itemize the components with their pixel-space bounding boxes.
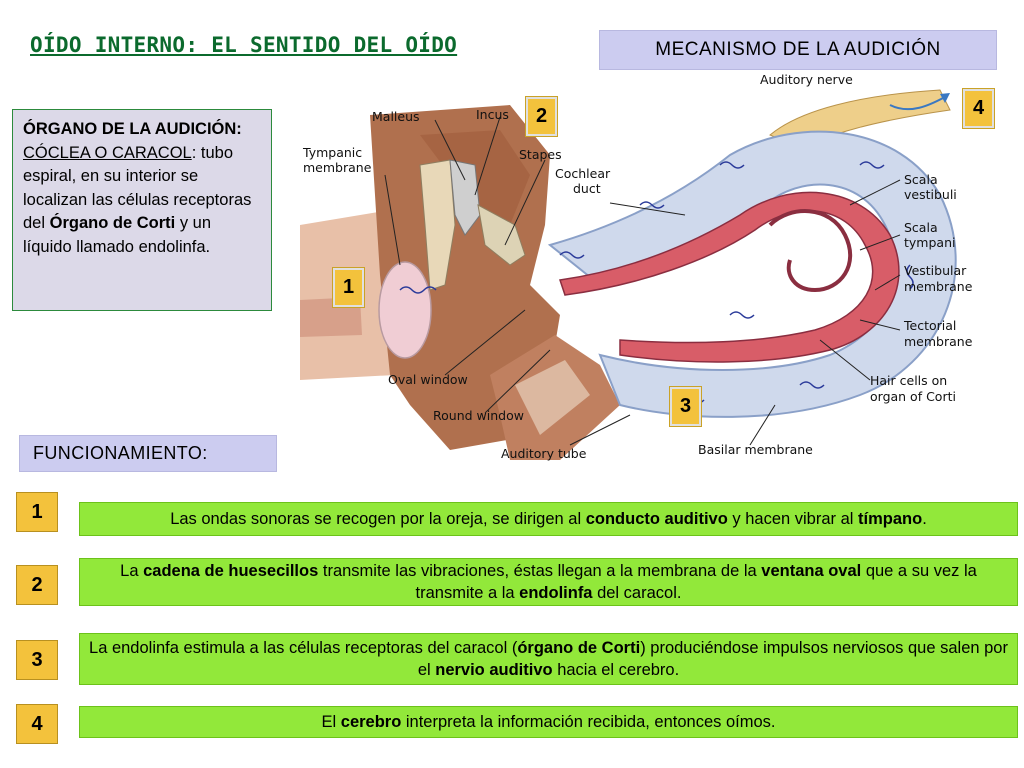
blue-curved-arrow	[889, 96, 946, 111]
organ-heading: ÓRGANO DE LA AUDICIÓN:	[23, 120, 242, 138]
incus-shape	[449, 159, 481, 236]
label-scala-vestibuli-2: vestibuli	[904, 187, 957, 202]
label-basilar-membrane: Basilar membrane	[698, 442, 813, 457]
tympanic-membrane-shape	[378, 261, 432, 359]
step-number-3: 3	[16, 640, 58, 680]
label-vestibular-membrane-2: membrane	[904, 279, 973, 294]
page-title: OÍDO INTERNO: EL SENTIDO DEL OÍDO	[30, 33, 458, 57]
organ-text-1: tubo espiral, en su interior se localiza…	[23, 143, 252, 233]
step-number-4: 4	[16, 704, 58, 744]
blue-arrow-head	[940, 93, 950, 103]
label-hair-cells-2: organ of Corti	[870, 389, 956, 404]
corti-term: Órgano de Corti	[49, 214, 176, 232]
label-oval-window: Oval window	[388, 372, 468, 387]
label-incus: Incus	[476, 107, 509, 122]
label-leader-lines	[384, 116, 901, 446]
cochlea-term: CÓCLEA O CARACOL	[23, 143, 192, 162]
organ-body: CÓCLEA O CARACOL: tubo espiral, en su in…	[23, 143, 252, 256]
label-scala-tympani-2: tympani	[904, 235, 956, 250]
label-scala-tympani-1: Scala	[904, 220, 938, 235]
label-tectorial-membrane-1: Tectorial	[904, 318, 957, 333]
label-round-window: Round window	[433, 408, 524, 423]
label-auditory-nerve: Auditory nerve	[760, 72, 853, 87]
cochlea-inner-curl	[768, 209, 853, 293]
label-cochlear-duct-1: Cochlear	[555, 166, 611, 181]
step-number-2: 2	[16, 565, 58, 605]
step-text-1: Las ondas sonoras se recogen por la orej…	[79, 502, 1018, 536]
label-vestibular-membrane-1: Vestibular	[904, 263, 967, 278]
step-text-2: La cadena de huesecillos transmite las v…	[79, 558, 1018, 606]
organ-text-2: y un líquido llamado endolinfa.	[23, 214, 211, 256]
mechanism-heading: MECANISMO DE LA AUDICIÓN	[599, 30, 997, 70]
label-tympanic-membrane-1: Tympanic	[303, 145, 363, 160]
step-number-1: 1	[16, 492, 58, 532]
step-text-4: El cerebro interpreta la información rec…	[79, 706, 1018, 738]
label-hair-cells-1: Hair cells on	[870, 373, 948, 388]
diagram-marker-2: 2	[525, 96, 558, 137]
organ-description-box: ÓRGANO DE LA AUDICIÓN: CÓCLEA O CARACOL:…	[12, 109, 272, 311]
label-stapes: Stapes	[519, 147, 562, 162]
ear-canal-tissue-dark	[300, 297, 362, 337]
stapes-shape	[477, 204, 526, 266]
sound-wave-arrows	[399, 161, 914, 404]
step-text-3: La endolinfa estimula a las células rece…	[79, 633, 1018, 685]
diagram-marker-1: 1	[332, 267, 365, 308]
cochlea-outer	[547, 130, 957, 418]
label-scala-vestibuli-1: Scala	[904, 172, 938, 187]
label-tympanic-membrane-2: membrane	[303, 160, 372, 175]
label-cochlear-duct-2: duct	[573, 181, 601, 196]
label-tectorial-membrane-2: membrane	[904, 334, 973, 349]
diagram-marker-3: 3	[669, 386, 702, 427]
label-malleus: Malleus	[372, 109, 420, 124]
functioning-heading: FUNCIONAMIENTO:	[19, 435, 277, 472]
auditory-tube-inner	[515, 360, 590, 435]
diagram-marker-4: 4	[962, 88, 995, 129]
label-auditory-tube: Auditory tube	[501, 446, 587, 461]
